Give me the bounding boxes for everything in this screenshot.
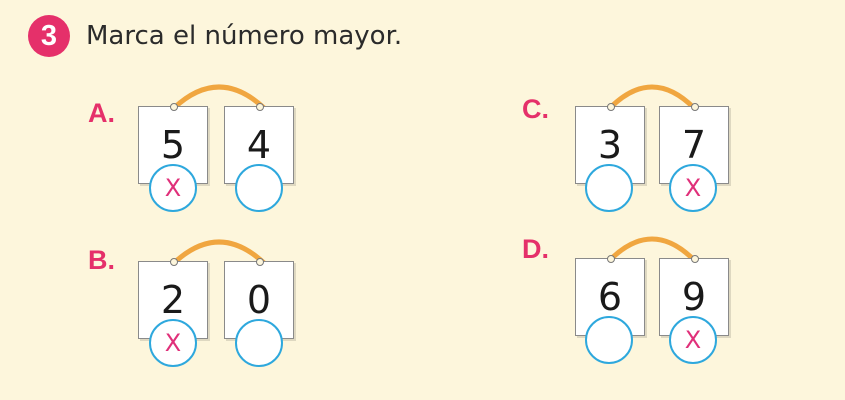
connector-arc [171,239,267,266]
card-number: 6 [597,275,623,319]
answer-circle[interactable] [235,164,283,212]
connector-arc [607,236,697,263]
exercise-number-badge: 3 [28,15,70,57]
card-number: 3 [597,123,623,167]
answer-circle[interactable]: X [149,164,197,212]
exercise-a: A. 5 4 X [88,78,388,218]
exercise-label: C. [522,94,549,124]
exercise-d: D. 6 9 X [522,226,822,366]
card-number: 4 [246,123,272,167]
card-hole [607,103,615,111]
card-number: 5 [160,123,186,167]
number-card: 3 [575,103,645,184]
answer-circle[interactable] [585,164,633,212]
exercise-c: C. 3 7 X [522,78,822,218]
instruction-text: Marca el número mayor. [86,21,403,51]
card-hole [607,255,615,263]
card-number: 0 [246,278,272,322]
card-number: 9 [681,275,707,319]
answer-circle[interactable] [235,319,283,367]
number-card: 5 [138,103,208,184]
card-hole [691,255,699,263]
card-hole [170,103,178,111]
answer-circle[interactable]: X [149,319,197,367]
card-number: 7 [681,123,707,167]
answer-circle[interactable] [585,316,633,364]
answer-circle[interactable]: X [669,316,717,364]
number-card: 7 [659,103,729,184]
connector-arc [607,84,697,111]
exercise-header: 3 Marca el número mayor. [28,14,402,58]
number-card: 2 [138,258,208,339]
exercise-label: B. [88,245,115,275]
card-hole [256,258,264,266]
card-hole [170,258,178,266]
answer-circle[interactable]: X [669,164,717,212]
card-hole [691,103,699,111]
card-number: 2 [160,278,186,322]
exercise-label: D. [522,234,549,264]
exercise-b: B. 2 0 X [88,233,388,373]
card-hole [256,103,264,111]
exercise-label: A. [88,98,115,128]
connector-arc [171,84,267,111]
